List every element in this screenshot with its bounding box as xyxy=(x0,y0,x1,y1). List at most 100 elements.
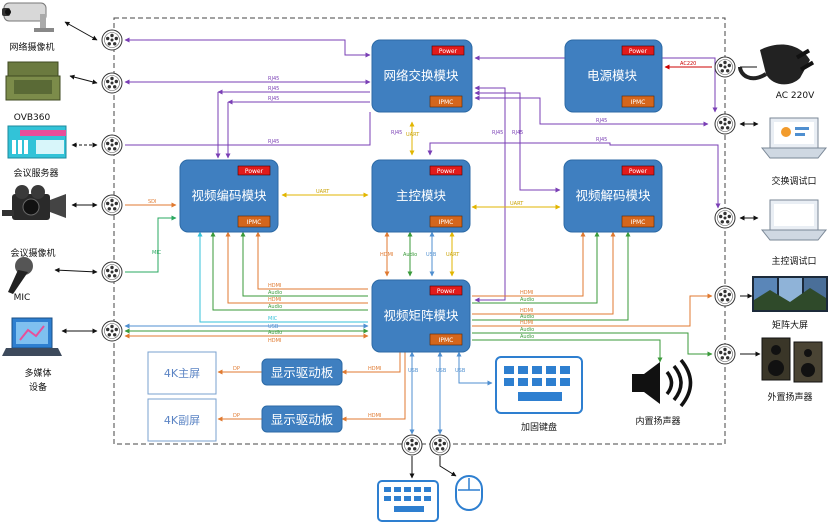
ipmc-tag: IPMC xyxy=(439,219,454,226)
ac220-label: AC220 xyxy=(680,61,696,67)
speaker-icon xyxy=(761,337,823,383)
audio-label: Audio xyxy=(520,327,534,333)
server-icon xyxy=(7,125,67,159)
usb-label: USB xyxy=(436,368,447,374)
connector-icon xyxy=(714,207,736,229)
hdmi-label: HDMI xyxy=(380,252,393,258)
video-wall-icon xyxy=(752,276,828,312)
uart-links xyxy=(281,121,561,277)
rj45-label: RJ45 xyxy=(512,130,523,136)
device-label: 会议服务器 xyxy=(13,167,58,179)
module-title: 视频编码模块 xyxy=(191,188,267,203)
power-tag: Power xyxy=(629,48,648,55)
hdmi-label: HDMI xyxy=(268,297,281,303)
laptop-icon xyxy=(760,199,828,241)
speaker-icon xyxy=(632,358,693,408)
connector-icon xyxy=(714,343,736,365)
audio-label: Audio xyxy=(520,334,534,340)
main-matrix-links xyxy=(384,231,435,277)
device-label: 网络摄像机 xyxy=(9,41,54,53)
rj45-labels: RJ45 RJ45 RJ45 RJ45 RJ45 RJ45 RJ45 RJ45 … xyxy=(268,76,607,145)
device-label: 加固键盘 xyxy=(521,421,557,433)
video-encoder-module: Power 视频编码模块 IPMC xyxy=(179,159,279,233)
main-control-module: Power 主控模块 IPMC xyxy=(371,159,471,233)
ipmc-tag: IPMC xyxy=(631,99,646,106)
mic-label: MIC xyxy=(268,316,278,322)
driver-title: 显示驱动板 xyxy=(271,365,334,380)
network-switch-module: Power 网络交换模块 IPMC xyxy=(371,39,473,113)
connector-icon xyxy=(101,134,123,156)
rj45-label: RJ45 xyxy=(596,118,607,124)
ipmc-tag: IPMC xyxy=(247,219,262,226)
connector-icon xyxy=(714,285,736,307)
device-label: 多媒体 xyxy=(24,367,51,379)
power-tag: Power xyxy=(437,288,456,295)
screen-label: 4K主屏 xyxy=(164,367,200,380)
audio-label: Audio xyxy=(268,304,282,310)
audio-label: Audio xyxy=(403,252,417,258)
rj45-label: RJ45 xyxy=(391,130,402,136)
hdmi-label: HDMI xyxy=(520,320,533,326)
rj45-label: RJ45 xyxy=(492,130,503,136)
connector-icon xyxy=(714,113,736,135)
usb-label: USB xyxy=(426,252,437,258)
power-plug-icon xyxy=(738,44,815,85)
display-driver-board-2: 显示驱动板 xyxy=(261,405,343,433)
uart-label: UART xyxy=(510,201,524,207)
connector-icon xyxy=(429,434,451,456)
ipmc-tag: IPMC xyxy=(439,99,454,106)
hdmi-label: HDMI xyxy=(368,366,381,372)
display-driver-board-1: 显示驱动板 xyxy=(261,358,343,386)
usb-links xyxy=(409,351,493,435)
device-label: 主控调试口 xyxy=(771,255,816,267)
ovb360-icon xyxy=(5,61,61,101)
device-label: 会议摄像机 xyxy=(10,247,55,259)
hdmi-label: HDMI xyxy=(268,338,281,344)
multimedia-matrix-links xyxy=(124,323,369,339)
connector-icon xyxy=(101,261,123,283)
connector-icon xyxy=(101,194,123,216)
ipmc-tag: IPMC xyxy=(439,337,454,344)
rj45-label: RJ45 xyxy=(268,139,279,145)
uart-label: UART xyxy=(406,132,420,138)
keyboard-icon xyxy=(377,480,439,522)
module-title: 视频矩阵模块 xyxy=(383,308,459,323)
video-matrix-module: Power 视频矩阵模块 IPMC xyxy=(371,279,471,353)
device-label: MIC xyxy=(14,293,31,303)
laptop-icon xyxy=(760,117,828,159)
hdmi-label: HDMI xyxy=(268,283,281,289)
power-tag: Power xyxy=(629,168,648,175)
rj45-label: RJ45 xyxy=(268,96,279,102)
connector-icon xyxy=(101,72,123,94)
rj45-label: RJ45 xyxy=(268,76,279,82)
power-tag: Power xyxy=(437,168,456,175)
dp-label: DP xyxy=(233,366,240,372)
rj45-label: RJ45 xyxy=(596,137,607,143)
module-title: 视频解码模块 xyxy=(575,188,651,203)
power-tag: Power xyxy=(439,48,458,55)
device-label: 设备 xyxy=(29,381,47,393)
audio-label: Audio xyxy=(268,330,282,336)
ipmc-tag: IPMC xyxy=(631,219,646,226)
video-decoder-module: Power 视频解码模块 IPMC xyxy=(563,159,663,233)
microphone-icon xyxy=(8,257,33,294)
keyboard-icon xyxy=(495,356,583,414)
rj45-label: RJ45 xyxy=(268,86,279,92)
power-tag: Power xyxy=(245,168,264,175)
usb-label: USB xyxy=(408,368,419,374)
hdmi-label: HDMI xyxy=(368,413,381,419)
decoder-matrix-links xyxy=(472,231,631,321)
module-title: 电源模块 xyxy=(587,68,638,83)
connector-icon xyxy=(101,29,123,51)
module-title: 网络交换模块 xyxy=(383,68,459,83)
device-label: 交换调试口 xyxy=(771,175,816,187)
uart-label: UART xyxy=(316,189,330,195)
hdmi-label: HDMI xyxy=(520,308,533,314)
connector-icon xyxy=(714,56,736,78)
audio-label: Audio xyxy=(520,314,534,320)
mic-link xyxy=(125,215,177,273)
mouse-icon xyxy=(455,475,483,511)
network-camera-icon xyxy=(2,2,54,32)
matrix-output-links xyxy=(472,293,713,363)
power-module: Power 电源模块 IPMC xyxy=(564,39,663,113)
